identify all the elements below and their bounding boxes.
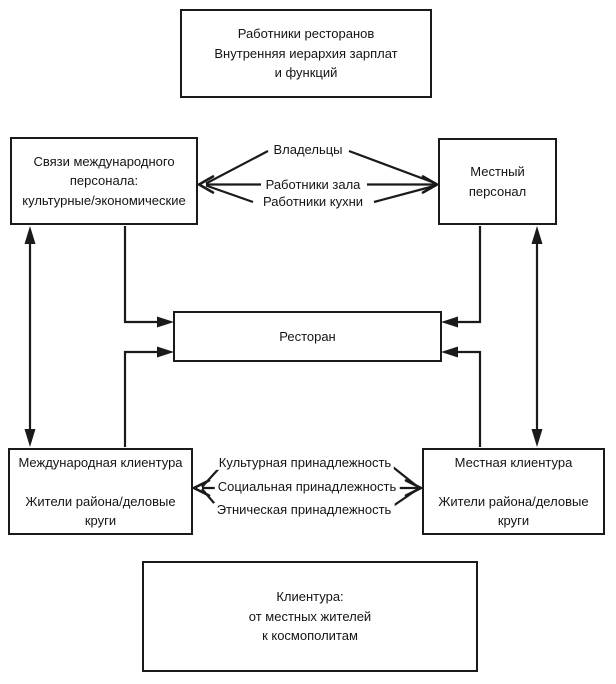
- arrowhead-up-into-local-staff: [531, 226, 543, 244]
- staff-fan-left-arrowhead: [196, 175, 215, 194]
- arrowhead-down-into-local-clientele: [531, 429, 543, 447]
- staff-fan-right-arrowhead: [421, 175, 440, 194]
- box-restaurant: Ресторан: [173, 311, 442, 362]
- arrow-intl-staff-to-restaurant-shaft: [123, 226, 160, 324]
- link-label-hall-staff: Работники зала: [262, 177, 364, 193]
- clientele-fan-left-arrowhead: [191, 479, 211, 497]
- arrowhead-right-into-restaurant-lower: [157, 346, 174, 358]
- arrowhead-left-into-restaurant-lower: [441, 346, 458, 358]
- arrow-local-clientele-to-restaurant-shaft: [455, 350, 482, 447]
- arrowhead-right-into-restaurant-upper: [157, 316, 174, 328]
- staff-fan-right-line-kitchen: [373, 184, 437, 204]
- arrowhead-down-into-intl-clientele: [24, 429, 36, 447]
- arrow-intl-clientele-to-restaurant-shaft: [123, 350, 160, 447]
- arrowhead-up-into-intl-staff: [24, 226, 36, 244]
- box-local-clientele: Местная клиентура Жители района/деловые …: [422, 448, 605, 535]
- staff-fan-left-line-owners: [205, 150, 269, 185]
- arrowhead-left-into-restaurant-upper: [441, 316, 458, 328]
- box-international-clientele: Международная клиентура Жители района/де…: [8, 448, 193, 535]
- staff-fan-left-line-kitchen: [205, 184, 254, 204]
- box-clientele-note: Клиентура: от местных жителей к космопол…: [142, 561, 478, 672]
- link-label-cultural-affiliation: Культурная принадлежность: [215, 455, 395, 471]
- clientele-fan-right-arrowhead: [404, 479, 424, 497]
- link-label-owners: Владельцы: [270, 142, 346, 158]
- box-international-staff-ties: Связи международного персонала: культурн…: [10, 137, 198, 225]
- link-label-kitchen-staff: Работники кухни: [259, 194, 367, 210]
- box-local-staff: Местный персонал: [438, 138, 557, 225]
- arrow-local-staff-to-restaurant-shaft: [455, 226, 482, 324]
- link-label-social-affiliation: Социальная принадлежность: [214, 479, 400, 495]
- box-restaurant-workers-note: Работники ресторанов Внутренняя иерархия…: [180, 9, 432, 98]
- staff-fan-right-line-owners: [348, 149, 437, 185]
- link-label-ethnic-affiliation: Этническая принадлежность: [213, 502, 395, 518]
